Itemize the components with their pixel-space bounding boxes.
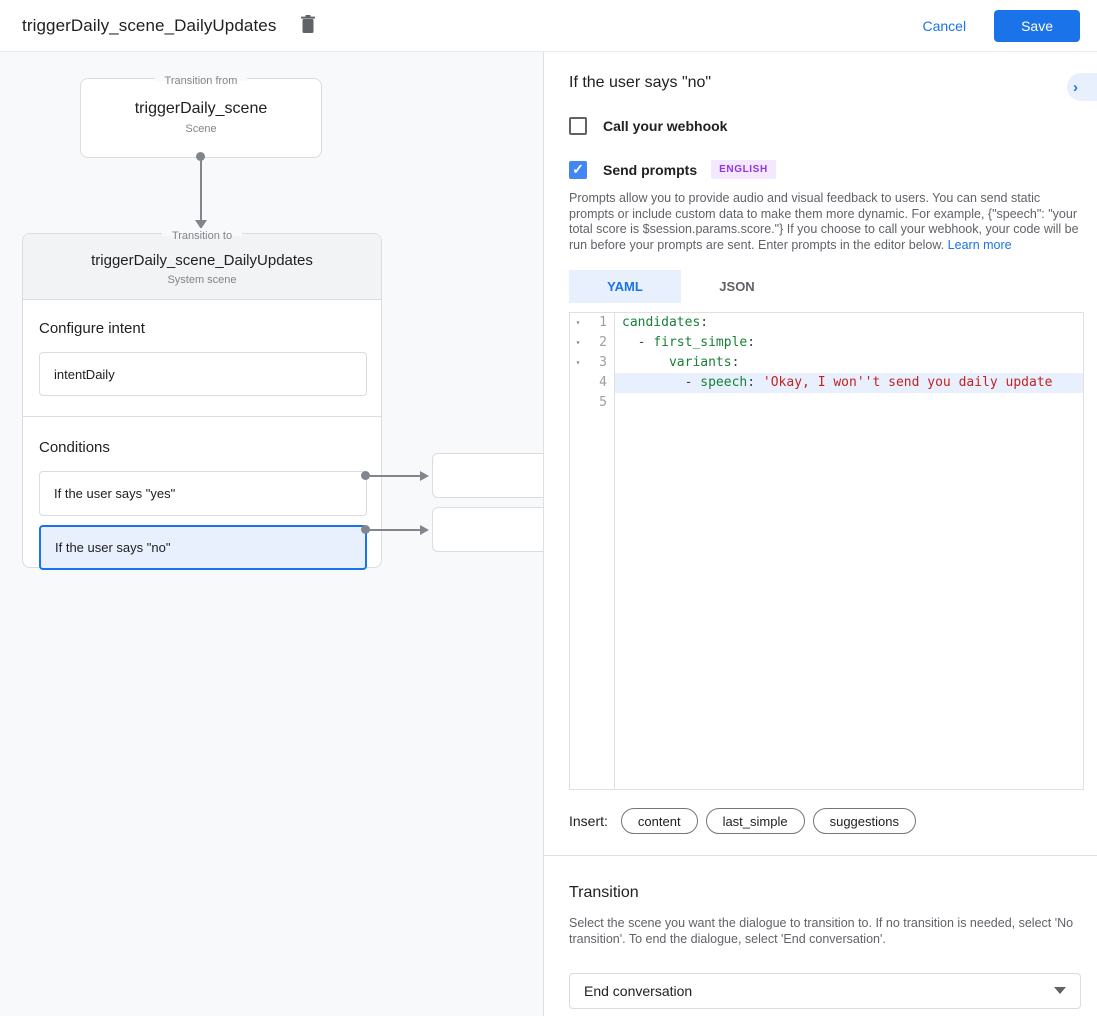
collapse-panel-button[interactable]: › bbox=[1067, 73, 1097, 101]
condition-detail-panel: › If the user says "no" Call your webhoo… bbox=[543, 52, 1097, 1016]
insert-chip-last-simple[interactable]: last_simple bbox=[705, 808, 805, 835]
from-scene-type: Scene bbox=[185, 123, 217, 135]
code-editor[interactable]: ▾ 1 candidates: ▾ 2 - first_simple: ▾ 3 varian… bbox=[569, 312, 1084, 791]
insert-row: Insert: content last_simple suggestions bbox=[569, 808, 1080, 835]
checkmark-icon: ✓ bbox=[572, 161, 584, 177]
send-prompts-label: Send prompts bbox=[603, 161, 698, 178]
save-button[interactable]: Save bbox=[994, 9, 1080, 42]
condition-no-target-node[interactable] bbox=[432, 507, 543, 552]
code-editor-lines: ▾ 1 candidates: ▾ 2 - first_simple: ▾ 3 varian… bbox=[570, 313, 1083, 413]
call-webhook-checkbox-row[interactable]: Call your webhook bbox=[569, 117, 1080, 135]
tab-json[interactable]: JSON bbox=[719, 279, 755, 295]
page-title: triggerDaily_scene_DailyUpdates bbox=[22, 15, 277, 35]
condition-yes-target-node[interactable] bbox=[432, 453, 543, 498]
condition-no-arrowhead bbox=[420, 525, 429, 535]
connector-origin-dot bbox=[196, 152, 205, 161]
line-number: 1 bbox=[599, 315, 607, 331]
connector-arrowhead-down bbox=[195, 220, 207, 229]
editor-line[interactable]: ▾ 2 - first_simple: bbox=[570, 333, 1083, 353]
code-line-content: - speech: 'Okay, I won''t send you daily… bbox=[614, 373, 1083, 394]
call-webhook-checkbox[interactable] bbox=[569, 117, 587, 135]
code-line-content: - first_simple: bbox=[622, 335, 756, 351]
condition-no-line bbox=[365, 529, 421, 531]
language-badge: ENGLISH bbox=[711, 160, 776, 179]
transition-from-legend: Transition from bbox=[81, 71, 321, 89]
fold-toggle-icon[interactable]: ▾ bbox=[575, 338, 581, 348]
app-header: triggerDaily_scene_DailyUpdates Cancel S… bbox=[0, 0, 1097, 52]
connector-line-vertical bbox=[200, 158, 202, 220]
section-divider bbox=[544, 855, 1097, 857]
trash-icon bbox=[300, 14, 316, 37]
fold-toggle-icon[interactable]: ▾ bbox=[575, 358, 581, 368]
condition-yes-line bbox=[365, 475, 421, 477]
to-scene-header: triggerDaily_scene_DailyUpdates System s… bbox=[23, 234, 381, 300]
line-number: 2 bbox=[599, 335, 607, 351]
transition-section: Transition Select the scene you want the… bbox=[544, 856, 1097, 1009]
dropdown-caret-icon bbox=[1054, 986, 1066, 994]
code-line-content: candidates: bbox=[622, 315, 709, 331]
transition-heading: Transition bbox=[569, 884, 639, 902]
chevron-right-icon: › bbox=[1073, 78, 1078, 96]
line-number: 5 bbox=[599, 395, 607, 411]
fold-toggle-icon[interactable]: ▾ bbox=[575, 318, 581, 328]
transition-select-value: End conversation bbox=[584, 982, 693, 999]
line-number: 3 bbox=[599, 355, 607, 371]
scene-diagram-canvas: Transition from triggerDaily_scene Scene… bbox=[0, 52, 543, 1016]
prompts-description-text: Prompts allow you to provide audio and v… bbox=[569, 191, 1079, 252]
transition-description: Select the scene you want the dialogue t… bbox=[569, 916, 1074, 946]
insert-chip-content[interactable]: content bbox=[620, 808, 698, 835]
condition-item-yes[interactable]: If the user says "yes" bbox=[39, 471, 367, 516]
insert-label: Insert: bbox=[569, 813, 608, 830]
intent-input[interactable] bbox=[39, 352, 367, 396]
gutter-separator bbox=[614, 313, 615, 790]
insert-chip-suggestions[interactable]: suggestions bbox=[812, 808, 916, 835]
editor-line[interactable]: ▾ 1 candidates: bbox=[570, 313, 1083, 333]
conditions-label: Conditions bbox=[39, 439, 110, 456]
fold-spacer bbox=[570, 393, 586, 413]
editor-format-tabs: YAML JSON bbox=[569, 270, 1080, 304]
learn-more-link[interactable]: Learn more bbox=[947, 237, 1012, 252]
condition-detail-title: If the user says "no" bbox=[569, 74, 712, 91]
send-prompts-checkbox-row[interactable]: ✓ Send prompts ENGLISH bbox=[569, 160, 1080, 179]
transition-select[interactable]: End conversation bbox=[569, 972, 1081, 1009]
configure-intent-label: Configure intent bbox=[39, 320, 145, 337]
editor-line[interactable]: ▾ 3 variants: bbox=[570, 353, 1083, 373]
fold-spacer bbox=[570, 373, 586, 393]
transition-from-node[interactable]: Transition from triggerDaily_scene Scene bbox=[80, 73, 322, 158]
editor-line[interactable]: 4 - speech: 'Okay, I won''t send you dai… bbox=[570, 373, 1083, 394]
cancel-button[interactable]: Cancel bbox=[906, 10, 982, 42]
code-line-content: variants: bbox=[668, 355, 740, 371]
transition-to-node: Transition to triggerDaily_scene_DailyUp… bbox=[22, 228, 382, 570]
line-number: 4 bbox=[599, 375, 607, 391]
tab-yaml[interactable]: YAML bbox=[569, 270, 681, 304]
code-line-content bbox=[614, 393, 1083, 413]
call-webhook-label: Call your webhook bbox=[603, 118, 728, 134]
delete-scene-button[interactable] bbox=[294, 12, 322, 40]
condition-yes-arrowhead bbox=[420, 471, 429, 481]
send-prompts-checkbox[interactable]: ✓ bbox=[569, 160, 587, 179]
condition-item-no[interactable]: If the user says "no" bbox=[39, 525, 367, 570]
card-divider bbox=[23, 416, 381, 417]
to-scene-type: System scene bbox=[167, 274, 237, 286]
prompts-description: Prompts allow you to provide audio and v… bbox=[569, 191, 1080, 253]
to-scene-name: triggerDaily_scene_DailyUpdates bbox=[91, 252, 313, 269]
from-scene-name: triggerDaily_scene bbox=[134, 100, 268, 117]
editor-line[interactable]: 5 bbox=[570, 393, 1083, 413]
